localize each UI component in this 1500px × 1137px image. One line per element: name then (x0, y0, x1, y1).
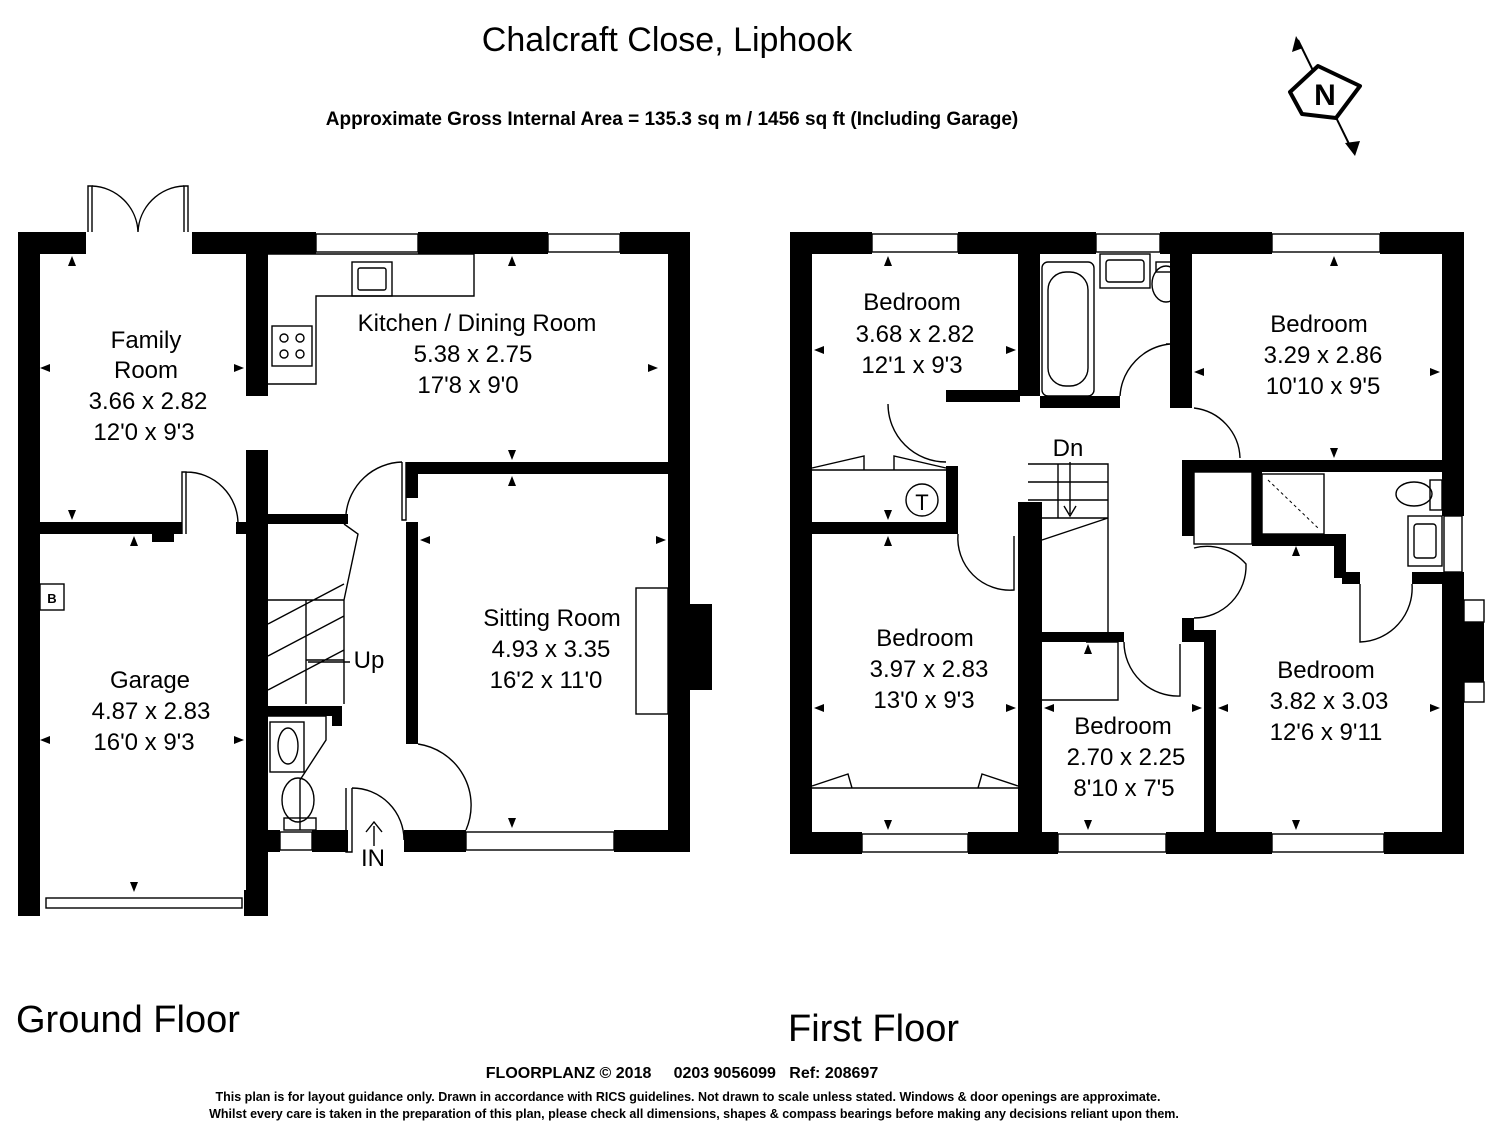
bedroom-4-label: Bedroom (1074, 713, 1171, 740)
compass-letter: N (1314, 79, 1336, 112)
family-room-metric: 3.66 x 2.82 (89, 388, 208, 415)
family-room-label: Family (111, 327, 182, 354)
footer-disclaimer-1: This plan is for layout guidance only. D… (216, 1090, 1161, 1104)
bedroom-1-label: Bedroom (863, 289, 960, 316)
ground-floor-caption: Ground Floor (16, 999, 240, 1041)
bedroom-5-imperial: 12'6 x 9'11 (1270, 719, 1383, 746)
stairs-up-label: Up (354, 647, 385, 674)
bedroom-2-imperial: 10'10 x 9'5 (1266, 373, 1381, 400)
family-room-imperial: 12'0 x 9'3 (93, 419, 194, 446)
bedroom-1-imperial: 12'1 x 9'3 (861, 352, 962, 379)
plan-title: Chalcraft Close, Liphook (482, 21, 853, 59)
kitchen-dining-imperial: 17'8 x 9'0 (417, 372, 518, 399)
kitchen-dining-metric: 5.38 x 2.75 (414, 341, 533, 368)
water-tank-label: T (915, 490, 928, 515)
bedroom-3-metric: 3.97 x 2.83 (870, 656, 989, 683)
garage-metric: 4.87 x 2.83 (92, 698, 211, 725)
entrance-label: IN (361, 845, 385, 872)
boiler-label: B (47, 591, 56, 606)
family-room-label-line2: Room (114, 357, 178, 384)
footer-disclaimer-2: Whilst every care is taken in the prepar… (209, 1107, 1179, 1121)
bedroom-3-imperial: 13'0 x 9'3 (873, 687, 974, 714)
bedroom-5-metric: 3.82 x 3.03 (1270, 688, 1389, 715)
first-floor-plan: T (790, 232, 1485, 854)
garage-imperial: 16'0 x 9'3 (93, 729, 194, 756)
gross-internal-area: Approximate Gross Internal Area = 135.3 … (326, 109, 1019, 130)
bedroom-2-metric: 3.29 x 2.86 (1264, 342, 1383, 369)
bedroom-2-label: Bedroom (1270, 311, 1367, 338)
bedroom-4-imperial: 8'10 x 7'5 (1073, 775, 1174, 802)
bedroom-3-label: Bedroom (876, 625, 973, 652)
sitting-room-metric: 4.93 x 3.35 (492, 636, 611, 663)
first-floor-caption: First Floor (788, 1008, 959, 1050)
kitchen-dining-label: Kitchen / Dining Room (358, 310, 597, 337)
bedroom-1-metric: 3.68 x 2.82 (856, 321, 975, 348)
garage-label: Garage (110, 667, 190, 694)
sitting-room-imperial: 16'2 x 11'0 (490, 667, 603, 694)
bedroom-4-metric: 2.70 x 2.25 (1067, 744, 1186, 771)
north-compass-icon: N (1288, 36, 1362, 156)
footer-credit: FLOORPLANZ © 2018 0203 9056099 Ref: 2086… (486, 1065, 879, 1082)
stairs-down-label: Dn (1053, 435, 1084, 462)
ground-floor-plan: B (18, 185, 712, 916)
bedroom-5-label: Bedroom (1277, 657, 1374, 684)
sitting-room-label: Sitting Room (483, 605, 620, 632)
